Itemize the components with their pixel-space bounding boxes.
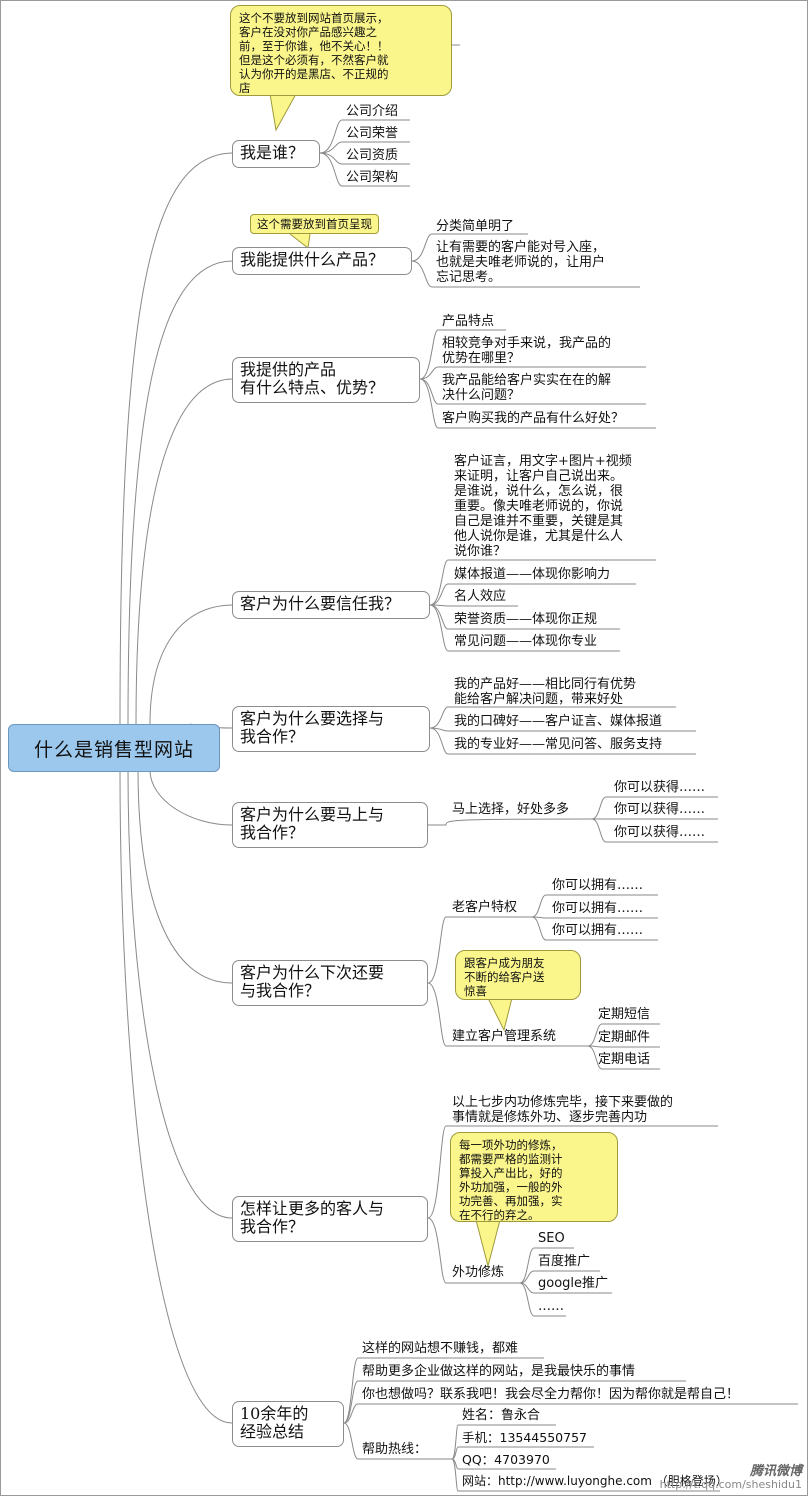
leaf-product-features[interactable]: 产品特点: [442, 314, 495, 329]
leaf-crm-system[interactable]: 建立客户管理系统: [452, 1029, 557, 1044]
leaf-regular-phone[interactable]: 定期电话: [598, 1052, 651, 1067]
branch-why-now[interactable]: 客户为什么要马上与 我合作？: [232, 802, 428, 848]
root-node[interactable]: 什么是销售型网站: [8, 724, 220, 772]
leaf-advantage[interactable]: 相较竞争对手来说，我产品的 优势在哪里？: [442, 336, 612, 366]
leaf-vip-privilege[interactable]: 老客户特权: [452, 900, 518, 915]
leaf-happiest[interactable]: 帮助更多企业做这样的网站，是我最快乐的事情: [362, 1364, 636, 1379]
leaf-self-select[interactable]: 让有需要的客户能对号入座， 也就是夫唯老师说的，让用户 忘记思考。: [436, 240, 606, 285]
leaf-own-3[interactable]: 你可以拥有……: [552, 923, 644, 938]
callout-who: 这个不要放到网站首页展示， 客户在没对你产品感兴趣之 前，至于你谁，他不关心！！…: [230, 5, 452, 96]
link-b2: [127, 260, 233, 725]
link-b1: [119, 152, 233, 725]
leaf-contact-phone[interactable]: 手机：13544550757: [462, 1430, 587, 1445]
leaf-contact-website[interactable]: 网站：http://www.luyonghe.com （胆格登场）: [462, 1474, 728, 1488]
leaf-contact-me[interactable]: 你也想做吗？联系我吧！我会尽全力帮你！因为帮你就是帮自己！: [362, 1387, 740, 1402]
leaf-benefit[interactable]: 客户购买我的产品有什么好处？: [442, 411, 625, 426]
leaf-celebrity-effect[interactable]: 名人效应: [454, 589, 507, 604]
leaf-hotline[interactable]: 帮助热线：: [362, 1442, 428, 1457]
callout-external: 每一项外功的修炼， 都需要严格的监测计 算投入产出比，好的 外功加强，一般的外 …: [450, 1132, 618, 1222]
leaf-baidu-ads[interactable]: 百度推广: [538, 1254, 591, 1269]
branch-why-choose[interactable]: 客户为什么要选择与 我合作？: [232, 706, 430, 752]
branch-more-customers[interactable]: 怎样让更多的客人与 我合作？: [232, 1196, 428, 1242]
leaf-contact-qq[interactable]: QQ：4703970: [462, 1452, 550, 1467]
leaf-testimonials[interactable]: 客户证言，用文字+图片+视频 来证明，让客户自己说出来。 是谁说，说什么，怎么说…: [454, 454, 632, 559]
callout-tail-friends: [487, 997, 513, 1032]
branch-what-products[interactable]: 我能提供什么产品？: [232, 247, 412, 275]
leaf-own-2[interactable]: 你可以拥有……: [552, 901, 644, 916]
link-b7: [137, 769, 233, 984]
branch-who-am-i[interactable]: 我是谁？: [232, 140, 320, 168]
leaf-choose-now[interactable]: 马上选择，好处多多: [452, 802, 570, 817]
link-b9: [119, 769, 233, 1424]
leaf-simple-categories[interactable]: 分类简单明了: [436, 219, 515, 234]
branch-experience-summary[interactable]: 10余年的 经验总结: [232, 1401, 344, 1447]
callout-product-tag: 这个需要放到首页呈现: [250, 214, 379, 234]
callout-tail-external: [475, 1219, 501, 1268]
leaf-more[interactable]: ……: [538, 1299, 564, 1314]
leaf-regular-email[interactable]: 定期邮件: [598, 1030, 651, 1045]
branch-product-features[interactable]: 我提供的产品 有什么特点、优势？: [232, 357, 420, 403]
leaf-google-ads[interactable]: google推广: [538, 1276, 609, 1291]
link-b3: [135, 378, 233, 725]
leaf-company-qualification[interactable]: 公司资质: [346, 148, 399, 163]
leaf-company-structure[interactable]: 公司架构: [346, 170, 399, 185]
leaf-media-reports[interactable]: 媒体报道——体现你影响力: [454, 567, 611, 582]
leaf-good-product[interactable]: 我的产品好——相比同行有优势 能给客户解决问题，带来好处: [454, 677, 637, 707]
watermark-url: http://t.qq.com/sheshidu1: [659, 1478, 802, 1491]
callout-tail-product: [289, 233, 311, 249]
link-b6: [149, 769, 233, 826]
callout-tail-who: [269, 93, 297, 132]
callout-friends: 跟客户成为朋友 不断的给客户送 惊喜: [455, 950, 581, 1000]
leaf-faq[interactable]: 常见问题——体现你专业: [454, 634, 598, 649]
leaf-contact-name[interactable]: 姓名：鲁永合: [462, 1408, 541, 1423]
leaf-honor-qualification[interactable]: 荣誉资质——体现你正规: [454, 612, 598, 627]
leaf-own-1[interactable]: 你可以拥有……: [552, 878, 644, 893]
watermark-brand: 腾讯微博: [749, 1464, 802, 1479]
leaf-company-honor[interactable]: 公司荣誉: [346, 126, 399, 141]
leaf-must-profit[interactable]: 这样的网站想不赚钱，都难: [362, 1341, 519, 1356]
link-b8: [127, 769, 233, 1219]
leaf-regular-sms[interactable]: 定期短信: [598, 1007, 651, 1022]
leaf-good-expertise[interactable]: 我的专业好——常见问答、服务支持: [454, 737, 663, 752]
leaf-company-intro[interactable]: 公司介绍: [346, 104, 399, 119]
leaf-gain-1[interactable]: 你可以获得……: [614, 780, 706, 795]
leaf-gain-3[interactable]: 你可以获得……: [614, 825, 706, 840]
leaf-external-practice[interactable]: 外功修炼: [452, 1265, 505, 1280]
leaf-gain-2[interactable]: 你可以获得……: [614, 802, 706, 817]
leaf-seo[interactable]: SEO: [538, 1231, 565, 1246]
link-b4: [149, 604, 233, 725]
leaf-solve-problem[interactable]: 我产品能给客户实实在在的解 决什么问题？: [442, 373, 612, 403]
branch-why-trust[interactable]: 客户为什么要信任我？: [232, 591, 430, 619]
leaf-good-reputation[interactable]: 我的口碑好——客户证言、媒体报道: [454, 714, 663, 729]
branch-why-again[interactable]: 客户为什么下次还要 与我合作？: [232, 960, 428, 1006]
leaf-internal-done[interactable]: 以上七步内功修炼完毕，接下来要做的 事情就是修炼外功、逐步完善内功: [452, 1095, 674, 1125]
